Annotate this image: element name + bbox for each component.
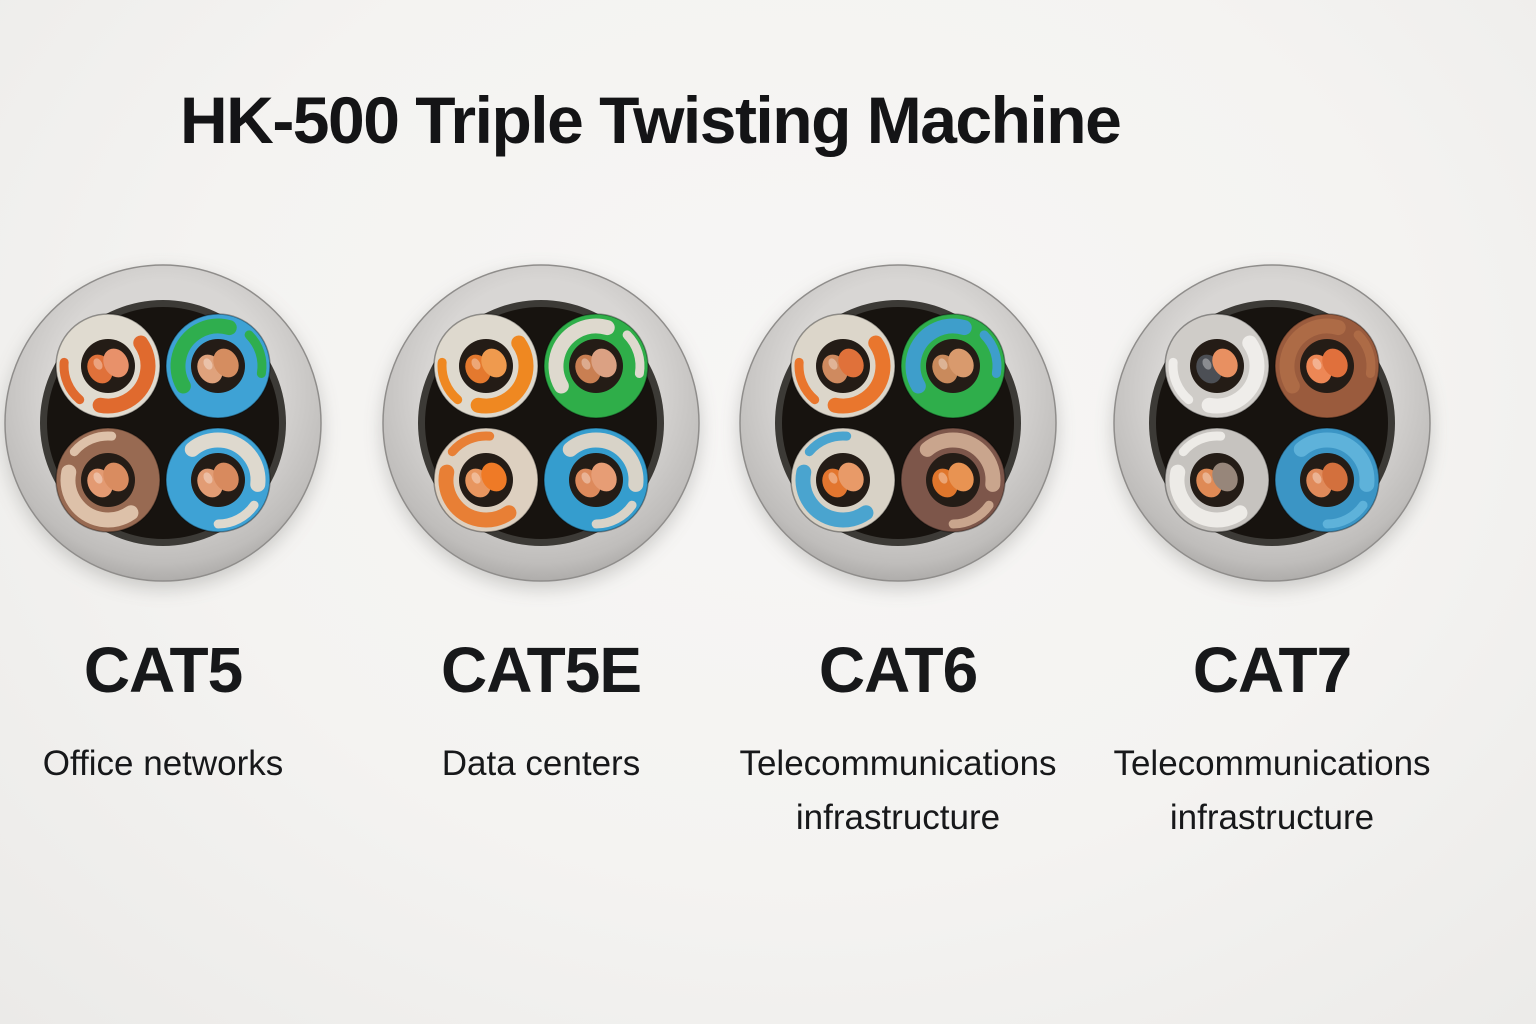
cat5-cable-image xyxy=(4,264,322,582)
cat5e-cross-section-photo xyxy=(381,263,701,583)
cable-column-cat6: CAT6 Telecommunications infrastructure xyxy=(728,263,1068,846)
cat5e-description: Data centers xyxy=(441,744,641,783)
cat5-cross-section-photo xyxy=(3,263,323,583)
cat5-label: CAT5 xyxy=(83,634,243,706)
cat6-cross-section-photo xyxy=(738,263,1058,583)
cat5e-cable-image xyxy=(382,264,700,582)
cat7-label: CAT7 xyxy=(1192,634,1352,706)
cat5e-label: CAT5E xyxy=(440,634,642,706)
cat5-description: Office networks xyxy=(42,744,284,783)
cat6-cable-image xyxy=(739,264,1057,582)
cable-column-cat5: CAT5 Office networks xyxy=(0,263,333,791)
cat6-description: Telecommunications infrastructure xyxy=(739,744,1057,838)
page-title: HK-500 Triple Twisting Machine xyxy=(180,83,1122,157)
cable-column-cat7: CAT7 Telecommunications infrastructure xyxy=(1102,263,1442,846)
cat6-label: CAT6 xyxy=(818,634,978,706)
cable-column-cat5e: CAT5E Data centers xyxy=(371,263,711,791)
cat7-cable-image xyxy=(1113,264,1431,582)
cat7-cross-section-photo xyxy=(1112,263,1432,583)
cat7-description: Telecommunications infrastructure xyxy=(1113,744,1431,838)
